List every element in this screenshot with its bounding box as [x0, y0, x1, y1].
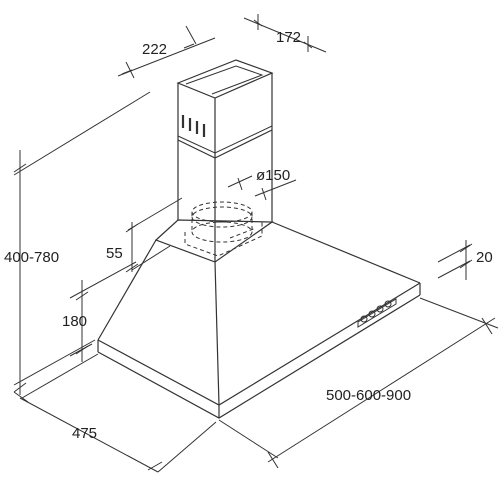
dim-hood-width: 500-600-900: [326, 387, 411, 404]
dimension-lines: [13, 14, 499, 473]
dimension-labels: 222 172 ø150 55 400-780 180 20 500-600-9…: [4, 29, 493, 442]
control-buttons: [357, 298, 397, 328]
ventilation-slots: [181, 115, 206, 137]
dim-outlet-offset: 55: [106, 245, 123, 262]
dim-canopy-height: 180: [62, 313, 87, 330]
dim-total-height: 400-780: [4, 249, 59, 266]
dim-edge-thickness: 20: [476, 249, 493, 266]
chimney: [176, 59, 274, 262]
canopy: [97, 219, 421, 419]
dim-chimney-width: 222: [142, 41, 167, 58]
dim-outlet-diameter: ø150: [256, 167, 290, 184]
motor-outlet-hidden: [184, 201, 263, 257]
dim-chimney-depth: 172: [276, 29, 301, 46]
dim-hood-depth: 475: [72, 425, 97, 442]
